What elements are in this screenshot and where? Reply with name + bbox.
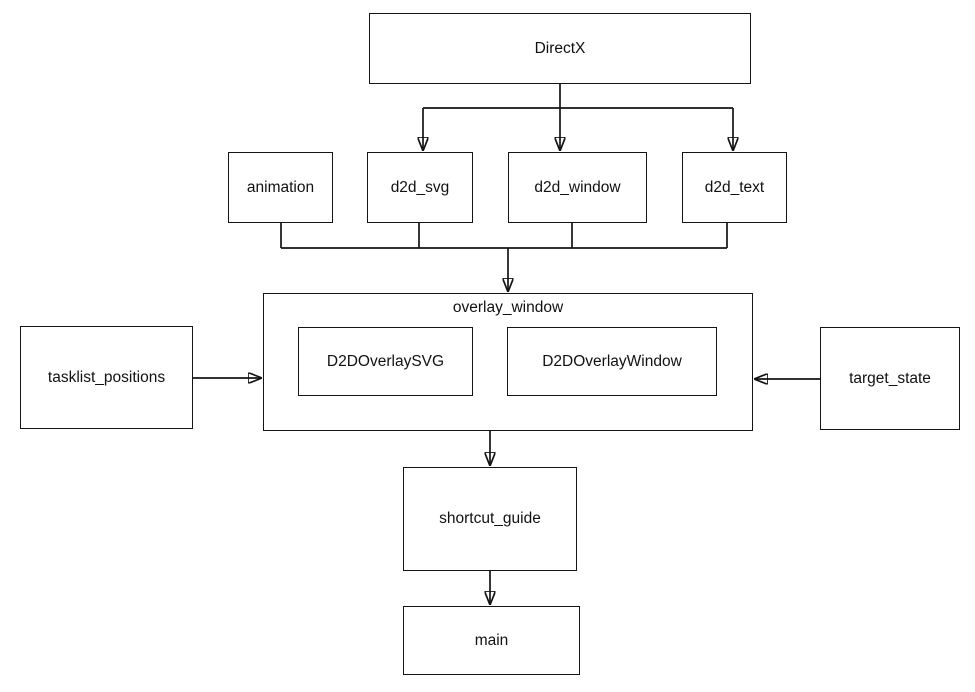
node-shortcut-guide-label: shortcut_guide xyxy=(439,510,541,527)
node-directx-label: DirectX xyxy=(534,39,586,57)
node-d2d-text-label: d2d_text xyxy=(704,178,765,196)
node-directx: DirectX xyxy=(369,13,751,84)
node-d2d-text: d2d_text xyxy=(682,152,787,223)
node-d2d-overlay-svg: D2DOverlaySVG xyxy=(298,327,473,396)
node-d2d-window: d2d_window xyxy=(508,152,647,223)
node-d2d-overlay-svg-label: D2DOverlaySVG xyxy=(326,352,445,370)
node-d2d-overlay-window: D2DOverlayWindow xyxy=(507,327,717,396)
node-d2d-svg: d2d_svg xyxy=(367,152,473,223)
node-shortcut-guide: shortcut_guide xyxy=(403,467,577,571)
node-target-state: target_state xyxy=(820,327,960,430)
node-main-label: main xyxy=(474,631,509,649)
edge-trunk-merge-to-overlay xyxy=(280,223,728,249)
node-animation: animation xyxy=(228,152,333,223)
node-overlay-window-label: overlay_window xyxy=(452,299,564,316)
node-animation-label: animation xyxy=(246,178,315,196)
node-tasklist-positions: tasklist_positions xyxy=(20,326,193,429)
node-tasklist-positions-label: tasklist_positions xyxy=(47,368,166,386)
node-target-state-label: target_state xyxy=(849,369,931,387)
edge-trunk-directx-branch xyxy=(423,84,733,109)
node-d2d-svg-label: d2d_svg xyxy=(390,178,450,196)
node-main: main xyxy=(403,606,580,675)
node-d2d-window-label: d2d_window xyxy=(534,178,621,196)
node-d2d-overlay-window-label: D2DOverlayWindow xyxy=(542,352,682,370)
